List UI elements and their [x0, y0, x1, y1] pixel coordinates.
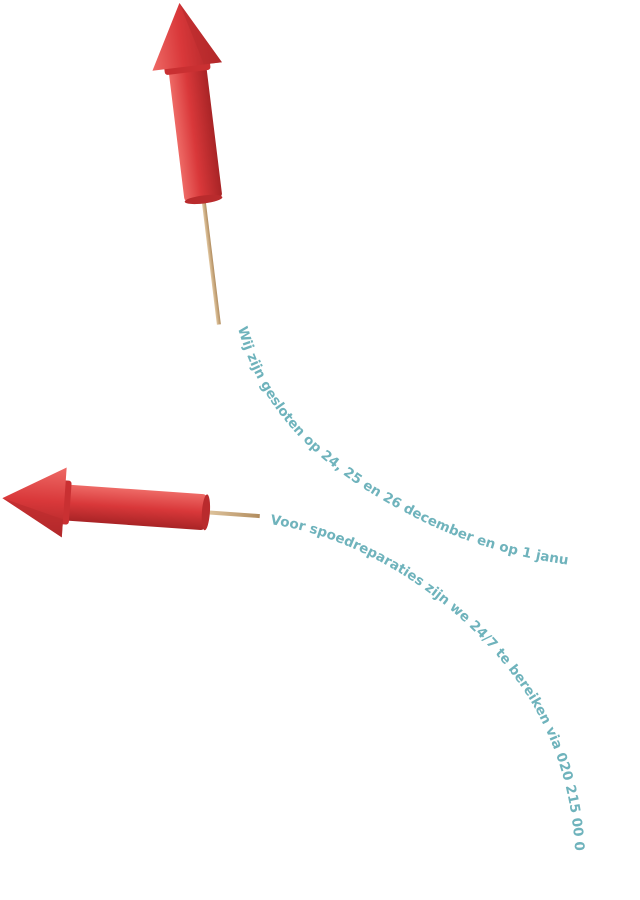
closing-days-text: Wij zijn gesloten op 24, 25 en 26 decemb… — [0, 0, 570, 569]
firework-rocket-icon — [2, 467, 260, 538]
firework-rocket-icon — [152, 2, 223, 325]
